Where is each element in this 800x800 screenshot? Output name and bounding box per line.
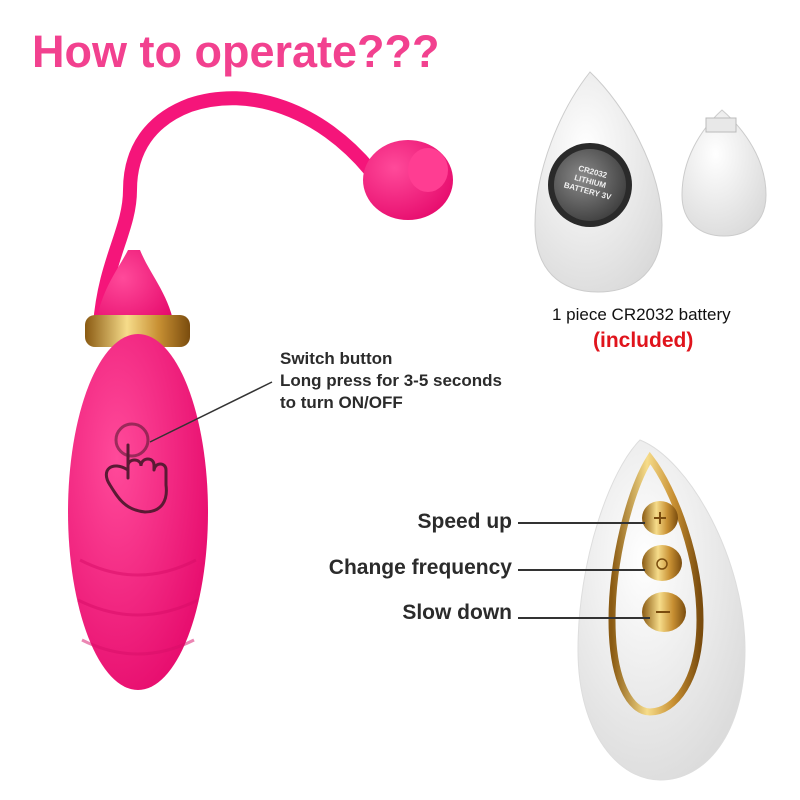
change-frequency-button: [642, 545, 682, 581]
power-icon: [656, 558, 668, 570]
battery-included: (included): [593, 329, 694, 352]
minus-icon: [656, 611, 670, 613]
plus-icon: [654, 512, 666, 524]
hand-press-icon: [104, 422, 168, 514]
switch-callout-line3: to turn ON/OFF: [280, 393, 403, 412]
page-title: How to operate???: [32, 26, 440, 77]
battery-cr2032: [554, 149, 626, 221]
switch-callout-line1: Switch button: [280, 349, 393, 368]
remote-battery-compartment: [534, 71, 663, 293]
remote-control: [577, 439, 746, 781]
switch-callout-line2: Long press for 3-5 seconds: [280, 371, 502, 390]
battery-caption: 1 piece CR2032 battery: [552, 305, 731, 324]
change-frequency-label: Change frequency: [328, 556, 512, 579]
egg-vibrator: [68, 91, 453, 690]
battery-cover: [681, 109, 767, 237]
slow-down-label: Slow down: [402, 601, 512, 624]
switch-callout-line: [149, 381, 273, 443]
gold-ring: [85, 315, 190, 347]
speed-up-label: Speed up: [417, 510, 512, 533]
switch-button-callout: Switch button Long press for 3-5 seconds…: [280, 348, 502, 414]
